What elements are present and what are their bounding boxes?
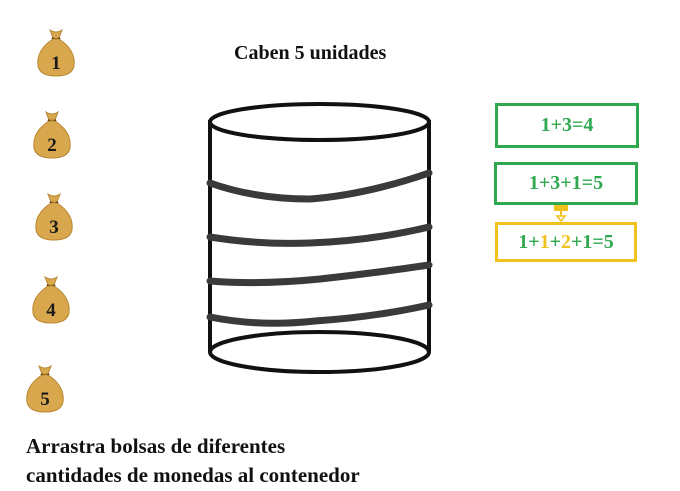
bag-count-label: 2 xyxy=(47,135,57,156)
coin-container-drop-zone[interactable] xyxy=(200,95,440,380)
money-bag-icon xyxy=(32,275,70,324)
fill-level-band xyxy=(206,301,433,327)
equation-box-2: 1+3+1=5 xyxy=(494,162,638,205)
equation-highlight: 1 xyxy=(539,231,550,253)
equation-box-1: 1+3=4 xyxy=(495,103,639,148)
money-bag-2[interactable]: 2 xyxy=(24,108,80,164)
equation-part: +1=5 xyxy=(571,231,614,253)
money-bag-icon xyxy=(37,28,75,77)
money-bag-4[interactable]: 4 xyxy=(23,273,79,329)
container-top-rim xyxy=(208,102,431,142)
equation-text: 1+3+1=5 xyxy=(528,172,604,194)
fill-level-band xyxy=(206,223,433,247)
container-bottom xyxy=(208,330,431,374)
money-bag-5[interactable]: 5 xyxy=(17,362,73,418)
capacity-title: Caben 5 unidades xyxy=(234,42,387,64)
fill-level-band xyxy=(206,261,433,287)
instructions-line-1: Arrastra bolsas de diferentes xyxy=(26,434,286,458)
bag-count-label: 3 xyxy=(49,217,59,238)
instructions-text: Arrastra bolsas de diferentes cantidades… xyxy=(26,432,426,490)
equation-part: + xyxy=(549,231,561,253)
bag-count-label: 1 xyxy=(51,53,61,74)
money-bag-1[interactable]: 1 xyxy=(28,26,84,82)
equation-highlight: 2 xyxy=(561,231,571,253)
money-bag-icon xyxy=(35,192,73,241)
money-bag-3[interactable]: 3 xyxy=(26,190,82,246)
fill-level-band xyxy=(206,169,433,203)
money-bag-icon xyxy=(26,364,64,413)
arrow-down-icon xyxy=(554,205,568,222)
bag-count-label: 5 xyxy=(40,389,50,410)
bag-count-label: 4 xyxy=(46,300,56,321)
money-bag-icon xyxy=(33,110,71,159)
equation-part: 1+ xyxy=(518,231,540,253)
instructions-line-2: cantidades de monedas al contenedor xyxy=(26,463,360,487)
equation-box-3: 1+1+2+1=5 xyxy=(495,222,637,262)
equation-text: 1+3=4 xyxy=(540,114,594,136)
